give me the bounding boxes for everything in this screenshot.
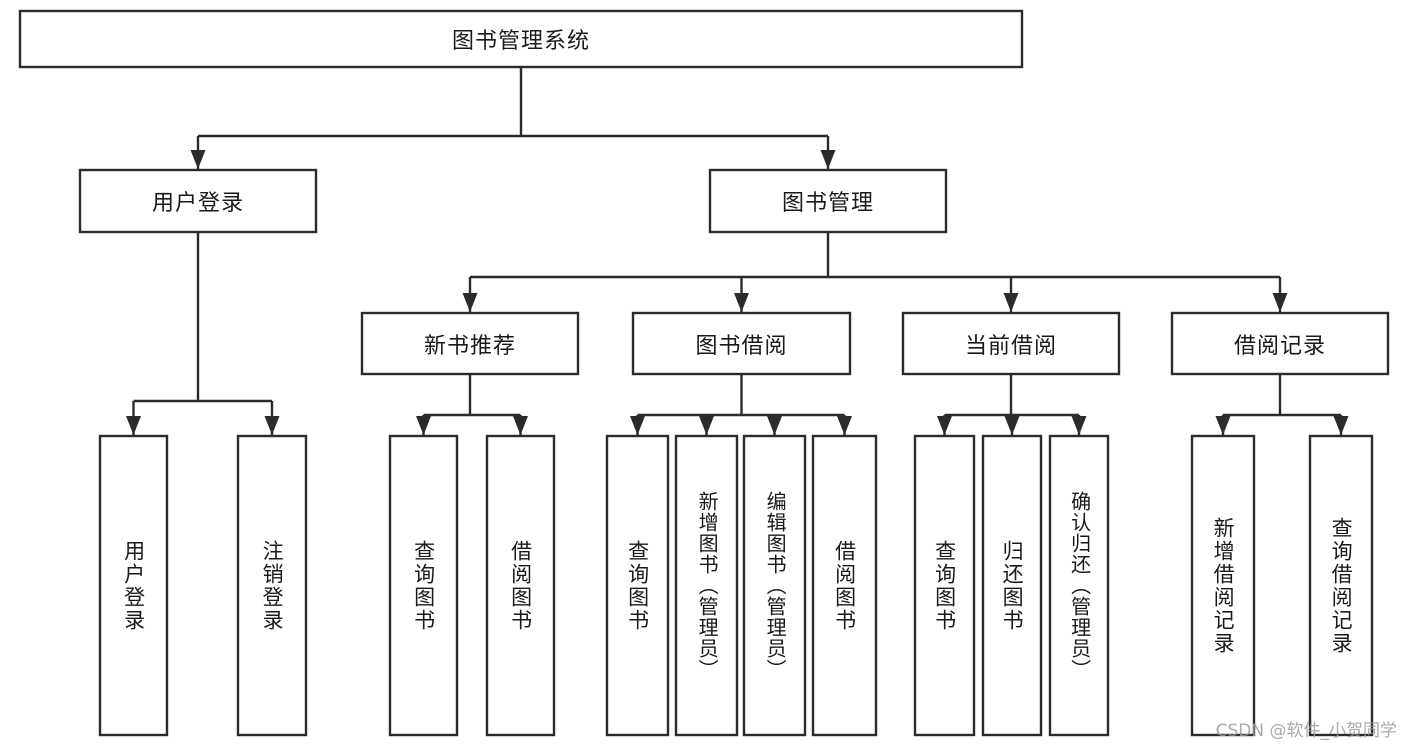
arrow-head-icon-leaf-query-book-rec: [416, 416, 431, 435]
arrow-head-icon-leaf-user-logout: [264, 416, 280, 435]
arrow-head-icon-book-manage: [820, 150, 836, 169]
arrow-head-icon-leaf-query-borrow-record: [1333, 416, 1349, 435]
node-box-book-manage[interactable]: [708, 168, 948, 234]
arrow-head-icon-leaf-edit-book-admin: [767, 416, 782, 435]
arrow-head-icon-leaf-return-book: [1004, 416, 1020, 435]
boxes-layer: [18, 9, 1390, 737]
node-box-root[interactable]: [18, 9, 1024, 69]
node-box-leaf-query-book-cur[interactable]: [913, 434, 976, 737]
node-box-leaf-edit-book-admin[interactable]: [742, 434, 807, 737]
arrow-head-icon-current-borrow: [1003, 293, 1019, 312]
arrow-head-icon-leaf-borrow-book-rec: [513, 416, 528, 435]
node-box-book-borrow[interactable]: [631, 311, 852, 376]
arrow-head-icon-book-borrow: [734, 293, 749, 312]
node-box-leaf-return-book[interactable]: [981, 434, 1043, 737]
arrow-head-icon-new-book-recommend: [462, 293, 478, 312]
arrow-head-icon-leaf-user-login: [126, 416, 141, 435]
node-box-leaf-query-borrow-record[interactable]: [1308, 434, 1374, 737]
arrow-head-icon-user-login: [190, 150, 206, 169]
node-box-leaf-borrow-book-rec[interactable]: [485, 434, 556, 737]
arrow-head-icon-leaf-add-book-admin: [699, 416, 714, 435]
node-box-leaf-confirm-return-admin[interactable]: [1048, 434, 1110, 737]
edges-layer: [126, 67, 1349, 435]
node-box-leaf-query-book-rec[interactable]: [388, 434, 459, 737]
arrow-head-icon-leaf-query-book-cur: [937, 416, 952, 435]
node-box-leaf-query-book-borrow[interactable]: [605, 434, 670, 737]
arrow-head-icon-leaf-confirm-return-admin: [1071, 416, 1087, 435]
node-box-leaf-add-borrow-record[interactable]: [1190, 434, 1256, 737]
arrow-head-icon-leaf-borrow-book: [837, 416, 852, 435]
node-box-leaf-user-login[interactable]: [98, 434, 169, 737]
node-box-current-borrow[interactable]: [901, 311, 1121, 376]
node-box-leaf-borrow-book[interactable]: [811, 434, 878, 737]
arrow-head-icon-borrow-record: [1272, 293, 1288, 312]
node-box-leaf-add-book-admin[interactable]: [674, 434, 739, 737]
node-box-user-login[interactable]: [78, 168, 318, 234]
node-box-leaf-user-logout[interactable]: [236, 434, 308, 737]
node-box-borrow-record[interactable]: [1170, 311, 1390, 376]
node-box-new-book-recommend[interactable]: [360, 311, 580, 376]
watermark-text: CSDN @软件_小贺同学: [1215, 721, 1397, 741]
arrow-head-icon-leaf-query-book-borrow: [630, 416, 645, 435]
arrow-head-icon-leaf-add-borrow-record: [1215, 416, 1231, 435]
